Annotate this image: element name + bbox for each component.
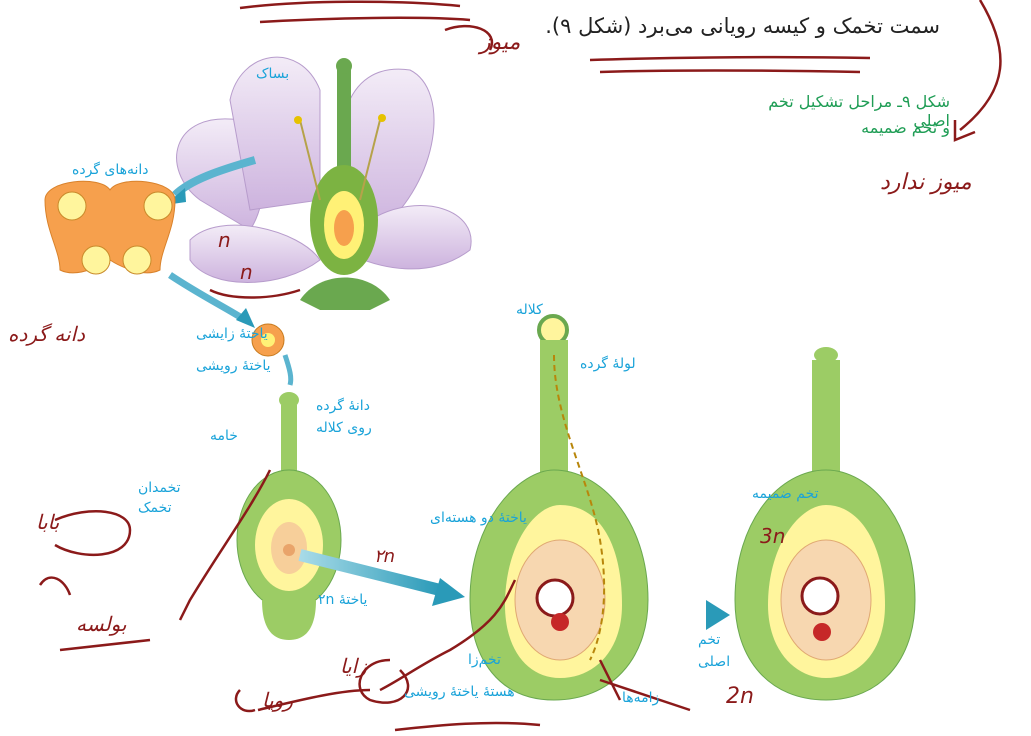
handwritten-n-note: n <box>218 228 231 252</box>
handwritten-2n: ۲n <box>374 546 395 567</box>
handwritten-3n: 3n <box>760 524 785 548</box>
label-vegetative-nucleus: هستهٔ یاختهٔ رویشی <box>404 684 515 700</box>
label-cell-2n: یاختهٔ ۲n <box>318 592 367 608</box>
flower-illustration <box>177 57 471 310</box>
label-vegetative-cell: یاختهٔ رویشی <box>196 358 271 374</box>
figure-caption-line2: و تخم ضمیمه <box>730 118 950 137</box>
label-pollen-tube: لولهٔ گرده <box>580 356 636 372</box>
handwritten-two-n: 2n <box>726 684 754 709</box>
label-zygote: تخم‌زا <box>468 652 501 668</box>
label-main-egg-1: تخم <box>698 632 720 648</box>
label-ovule: تخمک <box>138 500 172 516</box>
handwritten-n-note-2: n <box>240 260 253 284</box>
label-style: خامه <box>210 428 238 444</box>
label-pollen-grains: دانه‌های گرده <box>72 162 149 178</box>
label-generative-cell: یاختهٔ زایشی <box>196 326 268 342</box>
label-pollen-on-stigma-2: روی کلاله <box>316 420 372 436</box>
handwritten-no-meiosis: میوز ندارد <box>880 170 972 195</box>
handwritten-meiosis: میوز <box>480 30 520 55</box>
label-ovary: تخمدان <box>138 480 181 496</box>
label-binucleate-cell: یاختهٔ دو هسته‌ای <box>430 510 527 526</box>
label-endosperm-egg: تخم ضمیمه <box>752 486 819 502</box>
anther-section <box>45 181 175 274</box>
label-anther: بساک <box>256 66 289 82</box>
handwritten-fertile: زایا <box>340 654 367 678</box>
handwritten-pollen-note: دانه گرده <box>8 322 85 346</box>
label-stigma: کلاله <box>516 302 543 318</box>
pistil-2 <box>470 316 648 700</box>
label-main-egg-2: اصلی <box>698 654 730 670</box>
label-pollen-on-stigma-1: دانهٔ گرده <box>316 398 370 414</box>
handwritten-vegetative: رویا <box>262 688 293 712</box>
header-text: سمت تخمک و کیسه رویانی می‌برد (شکل ۹). <box>500 14 940 38</box>
label-sperms: زامه‌ها <box>622 690 659 706</box>
handwritten-mature: بولسه <box>76 612 127 636</box>
handwritten-parent: بابا <box>36 510 59 534</box>
